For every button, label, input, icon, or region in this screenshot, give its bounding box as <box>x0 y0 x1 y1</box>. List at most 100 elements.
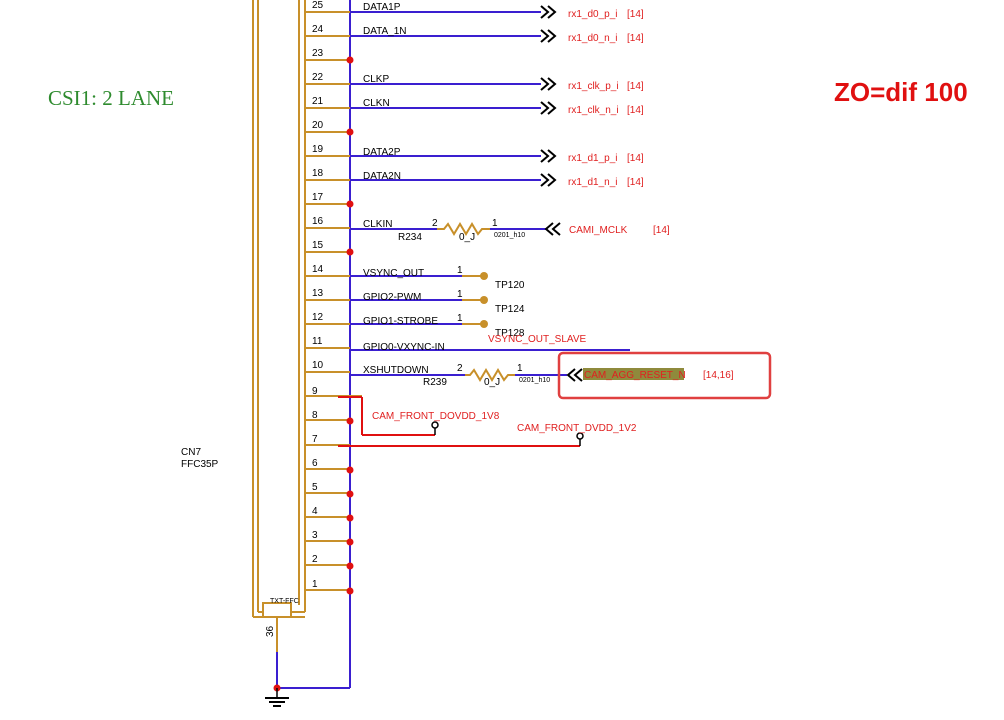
net-label[interactable]: VSYNC_OUT_SLAVE <box>488 334 587 345</box>
pin-number: 16 <box>312 216 324 227</box>
net-label[interactable]: CAM_FRONT_DOVDD_1V8 <box>372 411 500 422</box>
pin-14: 14 VSYNC_OUT 1 TP120 <box>305 264 525 291</box>
pin-number: 6 <box>312 458 318 469</box>
net-label[interactable]: rx1_d1_p_i <box>568 153 617 164</box>
net-label[interactable]: CAM_FRONT_DVDD_1V2 <box>517 423 637 434</box>
net-label[interactable]: rx1_d1_n_i <box>568 177 617 188</box>
pin-1: 1 <box>305 579 354 595</box>
resistor-pin-b: 1 <box>492 218 498 229</box>
pin-18: 18 DATA2N rx1_d1_n_i [14] <box>305 168 644 188</box>
pin-11: 11 GPIO0-VXYNC-IN VSYNC_OUT_SLAVE <box>305 334 630 353</box>
net-label[interactable]: rx1_clk_p_i <box>568 81 619 92</box>
pin-23: 23 <box>305 48 354 64</box>
connector-ref: CN7 <box>181 447 201 458</box>
page-ref: [14] <box>627 177 644 188</box>
pin-number: 22 <box>312 72 324 83</box>
offpage-out-icon <box>540 173 557 187</box>
page-ref: [14] <box>627 9 644 20</box>
pin-signal: GPIO0-VXYNC-IN <box>363 342 445 353</box>
pin-5: 5 <box>305 482 354 498</box>
pin-10: 10 XSHUTDOWN CAM_AGG_RESET_N [14,16] <box>305 360 734 382</box>
offpage-out-icon <box>540 29 557 43</box>
pin-number: 13 <box>312 288 324 299</box>
offpage-out-icon <box>540 77 557 91</box>
pin-number: 25 <box>312 0 324 11</box>
pin-number: 5 <box>312 482 318 493</box>
page-ref: [14] <box>653 225 670 236</box>
pin-number: 20 <box>312 120 324 131</box>
offpage-out-icon <box>540 5 557 19</box>
offpage-in-icon <box>566 368 583 382</box>
testpoint-pin: 1 <box>457 289 463 300</box>
pin-signal: DATA2N <box>363 171 401 182</box>
net-label[interactable]: rx1_clk_n_i <box>568 105 619 116</box>
testpoint-ref[interactable]: TP120 <box>495 280 525 291</box>
resistor-icon <box>437 222 490 236</box>
testpoint-ref[interactable]: TP124 <box>495 304 525 315</box>
pin-12: 12 GPIO1-STROBE 1 TP128 <box>305 312 525 339</box>
pin-6: 6 <box>305 458 354 474</box>
ground-icon <box>265 688 289 707</box>
resistor-icon <box>465 368 515 382</box>
pin-19: 19 DATA2P rx1_d1_p_i [14] <box>305 144 644 164</box>
testpoint-icon <box>480 272 488 280</box>
pin-number: 21 <box>312 96 324 107</box>
pin-signal: CLKN <box>363 98 390 109</box>
page-ref: [14] <box>627 153 644 164</box>
net-label[interactable]: CAMI_MCLK <box>569 225 628 236</box>
pin-number: 2 <box>312 554 318 565</box>
testpoint-ref[interactable]: TP128 <box>495 328 525 339</box>
page-ref: [14] <box>627 81 644 92</box>
pin-number: 15 <box>312 240 324 251</box>
resistor-pin-b: 1 <box>517 363 523 374</box>
pin-2: 2 <box>305 554 354 570</box>
pin-signal: VSYNC_OUT <box>363 268 424 279</box>
footprint-label: TXT-FFC <box>270 598 299 605</box>
pin-number: 24 <box>312 24 324 35</box>
power-port-icon <box>431 421 439 429</box>
pin-number: 19 <box>312 144 324 155</box>
testpoint-pin: 1 <box>457 313 463 324</box>
pin-22: 22 CLKP rx1_clk_p_i [14] <box>305 72 644 92</box>
pin-number: 23 <box>312 48 324 59</box>
testpoint-icon <box>480 296 488 304</box>
pin-17: 17 <box>305 192 354 208</box>
pin-25: 25 DATA1P rx1_d0_p_i [14] <box>305 0 644 20</box>
csi-lane-title: CSI1: 2 LANE <box>48 86 174 110</box>
pin-signal: CLKP <box>363 74 389 85</box>
pin-4: 4 <box>305 506 354 522</box>
net-label-highlight <box>583 368 684 380</box>
pin-signal: XSHUTDOWN <box>363 365 429 376</box>
net-label[interactable]: rx1_d0_p_i <box>568 9 617 20</box>
resistor-value: 0_J <box>459 232 475 243</box>
pin-number: 11 <box>312 336 323 347</box>
offpage-out-icon <box>540 149 557 163</box>
pin-number: 9 <box>312 386 318 397</box>
testpoint-pin: 1 <box>457 265 463 276</box>
pin-number: 10 <box>312 360 324 371</box>
pin-signal: GPIO2-PWM <box>363 292 421 303</box>
impedance-note: ZO=dif 100 <box>834 77 968 107</box>
net-label[interactable]: CAM_AGG_RESET_N <box>584 370 686 381</box>
connector-body <box>252 0 306 652</box>
resistor-pin-a: 2 <box>457 363 463 374</box>
resistor-value: 0_J <box>484 377 500 388</box>
pin-number: 12 <box>312 312 324 323</box>
pin-signal: DATA2P <box>363 147 401 158</box>
resistor-r239[interactable]: 2 1 R239 0_J 0201_h10 <box>423 363 550 388</box>
resistor-r234[interactable]: 2 1 R234 0_J 0201_h10 <box>398 218 525 243</box>
pin-8: 8 CAM_FRONT_DOVDD_1V8 <box>305 397 500 436</box>
resistor-ref: R239 <box>423 377 447 388</box>
pin-number: 1 <box>312 579 318 590</box>
net-label[interactable]: rx1_d0_n_i <box>568 33 617 44</box>
pin-number: 18 <box>312 168 324 179</box>
pin-24: 24 DATA_1N rx1_d0_n_i [14] <box>305 24 644 44</box>
resistor-pin-a: 2 <box>432 218 438 229</box>
pin-7: 7 CAM_FRONT_DVDD_1V2 <box>305 423 637 447</box>
offpage-out-icon <box>540 101 557 115</box>
pin-signal: DATA_1N <box>363 26 407 37</box>
pin-number: 14 <box>312 264 324 275</box>
resistor-footprint: 0201_h10 <box>519 377 550 384</box>
pin-13: 13 GPIO2-PWM 1 TP124 <box>305 288 525 315</box>
